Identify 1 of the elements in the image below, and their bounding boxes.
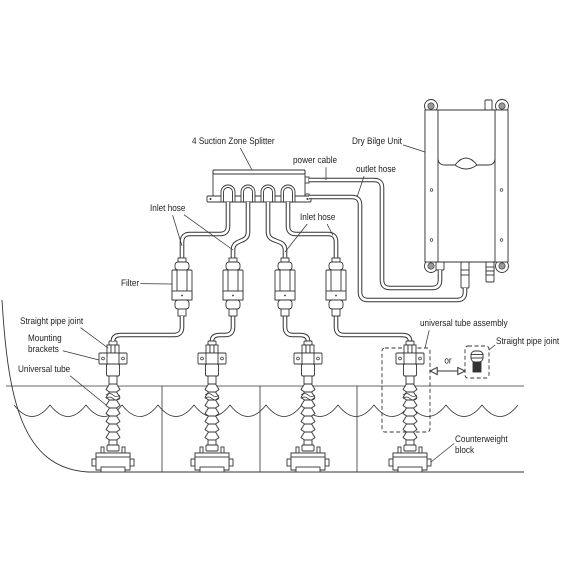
edge-label: or [444,356,452,366]
